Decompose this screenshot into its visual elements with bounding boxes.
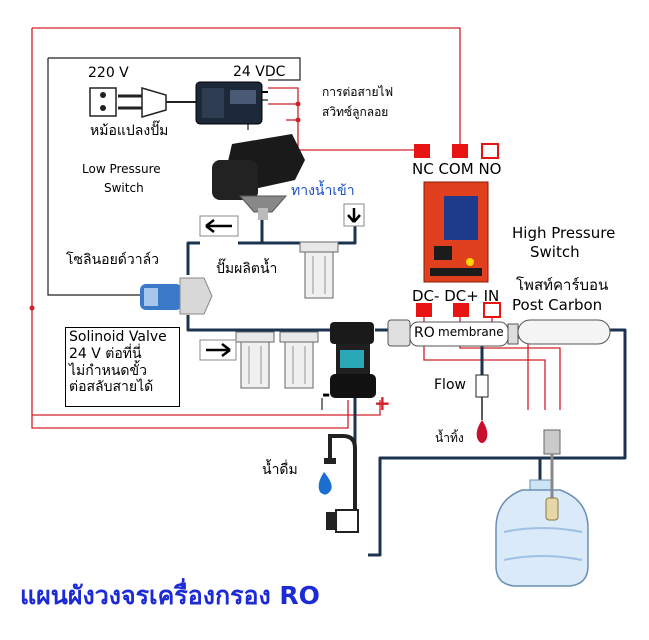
faucet-icon — [324, 434, 359, 533]
wire-dc-out — [268, 87, 299, 105]
pump-th-label: ปั๊มผลิตน้ำ — [216, 261, 278, 277]
wire-outer-top — [32, 27, 461, 150]
voltage-ac-label: 220 V — [88, 65, 129, 81]
drain-label: น้ำทิ้ง — [435, 431, 464, 445]
solenoid-note-box: Solinoid Valve 24 V ต่อที่นี่ ไม่กำหนดขั… — [65, 327, 180, 407]
ro-membrane-word-label: membrane — [438, 325, 504, 339]
wire-outer-left — [31, 28, 349, 429]
low-pressure-label-1: Low Pressure — [82, 162, 161, 176]
pipe-down-to-solenoid — [186, 241, 200, 275]
arrow-left-icon — [199, 215, 239, 237]
voltage-dc-label: 24 VDC — [233, 64, 286, 80]
flow-restrictor-icon — [475, 374, 489, 420]
low-pressure-switch-icon — [212, 134, 305, 220]
wiring-note-line-1: การต่อสายไฟ — [322, 85, 394, 99]
ro-membrane-ro-label: RO — [414, 325, 435, 341]
wire-junctions — [29, 101, 301, 311]
note-line-3: ไม่กำหนดขั้ว — [69, 362, 147, 379]
relay-top-terminals-label: NC COM NO — [412, 160, 502, 178]
pump-icon — [330, 322, 376, 398]
note-line-1: Solinoid Valve — [69, 329, 167, 345]
water-drop-icon — [318, 472, 332, 495]
pre-filter-2 — [279, 331, 319, 389]
pipe-to-tank — [380, 456, 542, 480]
flow-label: Flow — [434, 377, 466, 393]
relay-module-icon — [423, 181, 489, 283]
note-line-4: ต่อสลับสายได้ — [69, 379, 154, 396]
post-carbon-en-label: Post Carbon — [512, 296, 603, 314]
wire-solenoid-left — [47, 58, 140, 296]
adapter-label: หม้อแปลงปั๊ม — [90, 123, 169, 139]
wire-pump-plus — [32, 400, 381, 416]
adapter-icon — [195, 81, 268, 125]
drinking-water-label: น้ำดื่ม — [262, 462, 298, 478]
high-pressure-label-1: High Pressure — [512, 224, 616, 242]
low-pressure-label-2: Switch — [104, 181, 144, 195]
post-carbon-filter-icon — [517, 319, 611, 345]
relay-bottom-terminals-label: DC- DC+ IN — [412, 287, 500, 305]
water-drop-icon — [476, 420, 488, 443]
pre-filter-1 — [235, 331, 275, 389]
solenoid-valve-icon — [140, 277, 213, 315]
relay-terminals-top — [414, 143, 499, 159]
post-carbon-th-label: โพสท์คาร์บอน — [516, 276, 609, 294]
relay-terminals-bottom — [416, 302, 501, 318]
wire-adapter-top — [48, 57, 301, 81]
high-pressure-label-2: Switch — [530, 243, 580, 261]
solenoid-th-label: โซลินอยด์วาล์ว — [66, 252, 160, 268]
pre-filter-top — [299, 241, 339, 299]
wiring-note-line-2: สวิทซ์ลูกลอย — [322, 105, 389, 119]
diagram-title: แผนผังวงจรเครื่องกรอง RO — [20, 581, 320, 610]
float-switch-icon — [543, 429, 561, 521]
arrow-down-icon — [343, 203, 365, 227]
ro-membrane-icon — [387, 319, 519, 347]
water-tank-icon — [495, 479, 589, 587]
note-line-2: 24 V ต่อที่นี่ — [69, 345, 142, 362]
pipe-inlet — [262, 225, 357, 245]
power-plug-icon — [89, 87, 198, 118]
pipe-to-pump — [186, 315, 335, 332]
arrow-right-icon — [199, 339, 237, 361]
pump-plus-sign: + — [374, 391, 391, 415]
pump-minus-sign: - — [322, 382, 331, 406]
water-inlet-label: ทางน้ำเข้า — [291, 183, 355, 199]
